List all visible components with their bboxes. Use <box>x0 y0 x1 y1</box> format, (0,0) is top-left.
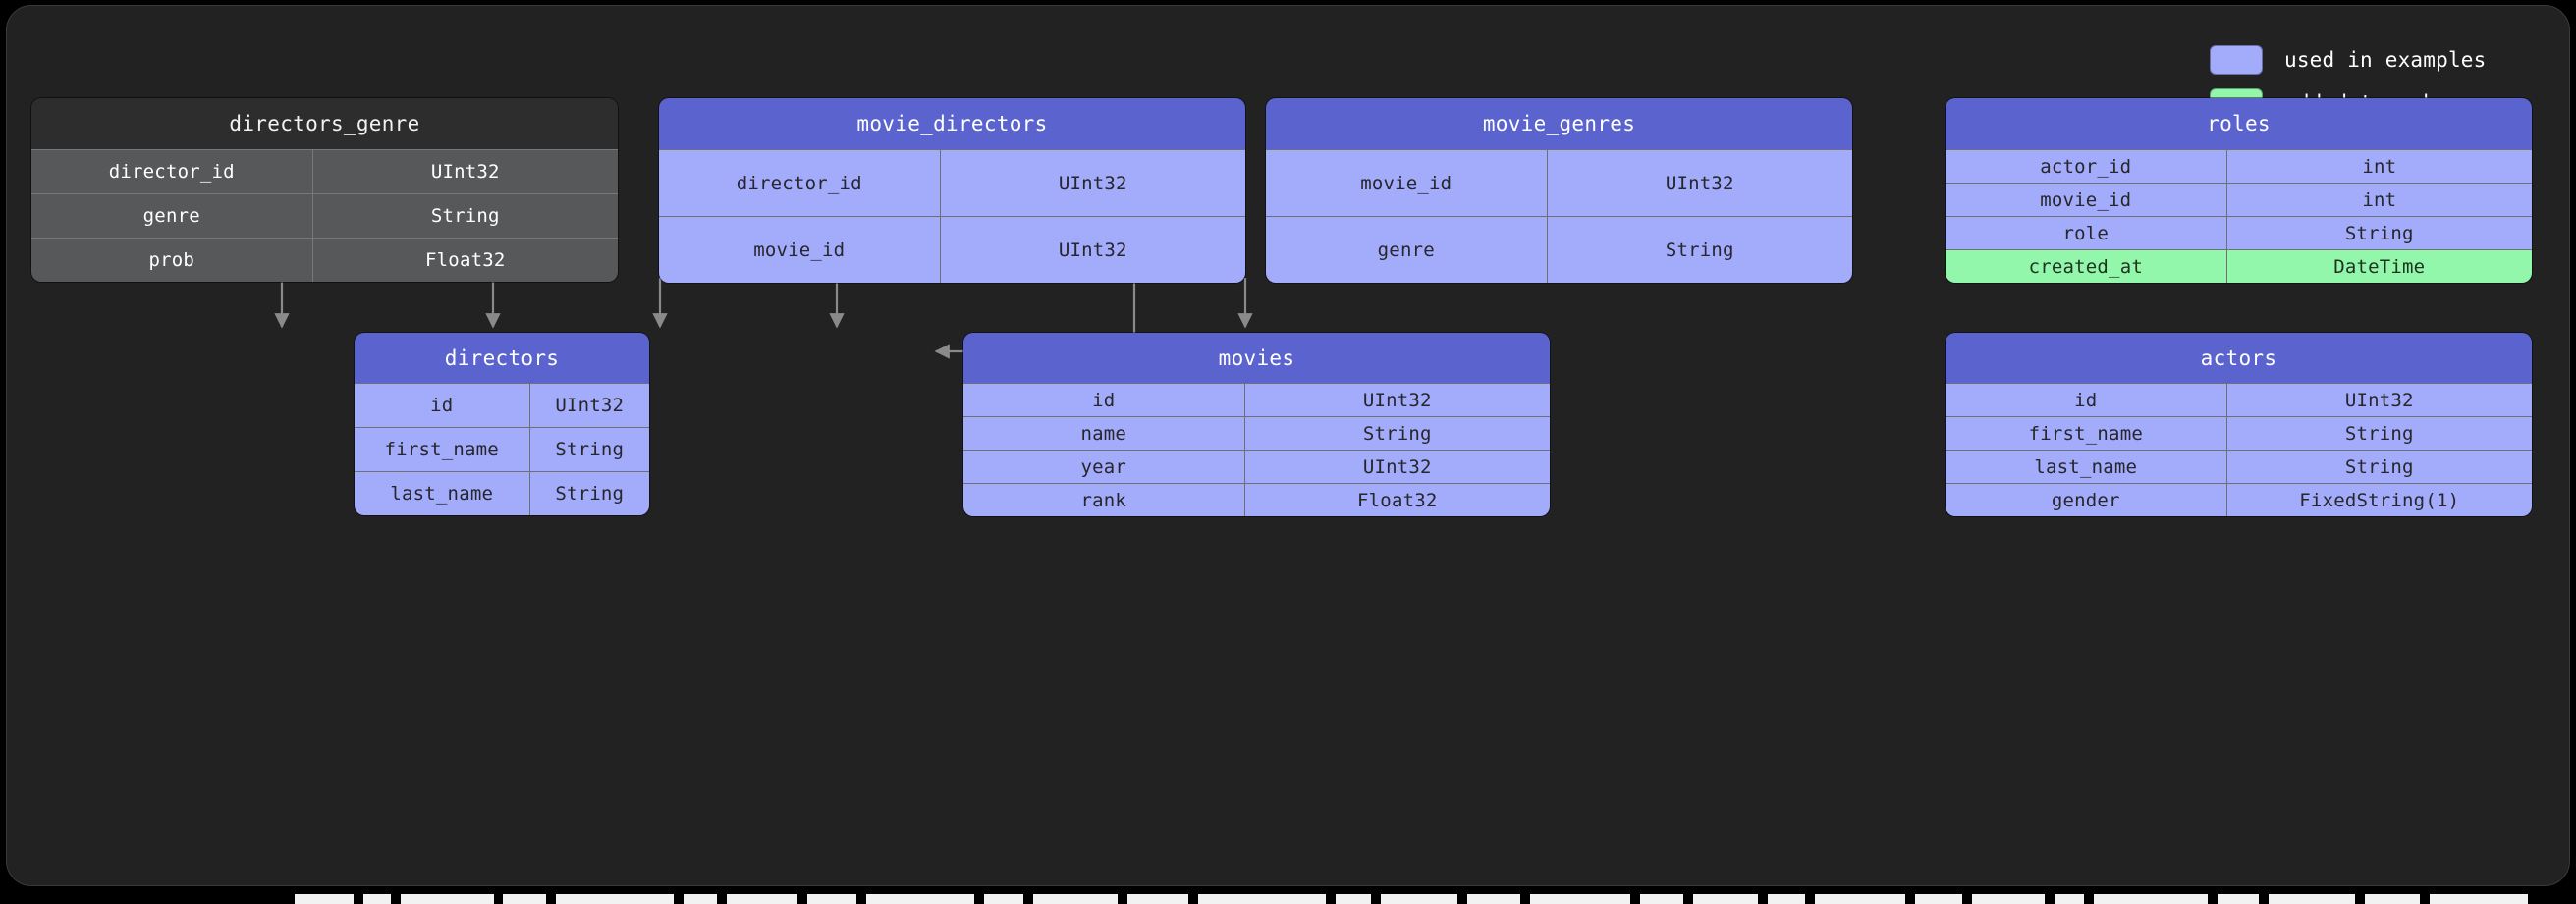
table-movies[interactable]: movies id UInt32 name String year UInt32… <box>963 333 1550 516</box>
column-type: String <box>430 205 500 227</box>
table-row[interactable]: actor_id int <box>1946 149 2532 183</box>
table-roles[interactable]: roles actor_id int movie_id int role Str… <box>1946 98 2532 283</box>
column-type: String <box>2344 222 2414 244</box>
column-name: id <box>963 384 1245 416</box>
column-type: String <box>1665 239 1734 261</box>
table-row[interactable]: id UInt32 <box>963 383 1550 416</box>
table-title-directors: directors <box>355 333 649 383</box>
column-type: String <box>555 483 625 505</box>
table-rows-movie-genres: movie_id UInt32 genre String <box>1266 149 1852 283</box>
table-rows-movies: id UInt32 name String year UInt32 rank F… <box>963 383 1550 516</box>
legend-item-used-in-examples: used in examples <box>2210 45 2530 75</box>
column-name: movie_id <box>1946 184 2227 216</box>
column-type: UInt32 <box>430 161 500 183</box>
column-name: prob <box>31 239 313 282</box>
table-row[interactable]: genre String <box>1266 216 1852 283</box>
table-row[interactable]: role String <box>1946 216 2532 249</box>
table-row[interactable]: first_name String <box>355 427 649 471</box>
table-directors-genre[interactable]: directors_genre director_id UInt32 genre… <box>31 98 618 282</box>
column-type: UInt32 <box>555 395 625 416</box>
column-name: genre <box>31 194 313 238</box>
legend-label-used-in-examples: used in examples <box>2284 48 2487 72</box>
column-name: actor_id <box>1946 150 2227 183</box>
table-rows-roles: actor_id int movie_id int role String cr… <box>1946 149 2532 283</box>
column-name: gender <box>1946 484 2227 516</box>
legend-swatch-blue-icon <box>2210 45 2263 75</box>
table-title-directors-genre: directors_genre <box>31 98 618 149</box>
column-name: last_name <box>355 472 530 515</box>
column-name: rank <box>963 484 1245 516</box>
column-type: Float32 <box>1357 489 1438 511</box>
table-title-actors: actors <box>1946 333 2532 383</box>
column-name: genre <box>1266 217 1548 283</box>
column-type: UInt32 <box>1362 455 1432 478</box>
column-name: first_name <box>355 428 530 471</box>
table-row[interactable]: director_id UInt32 <box>659 149 1245 216</box>
column-name: director_id <box>659 150 941 216</box>
column-name: year <box>963 451 1245 483</box>
column-name: movie_id <box>659 217 941 283</box>
schema-canvas: used in examples added to schema directo… <box>6 5 2570 886</box>
table-row[interactable]: last_name String <box>355 471 649 515</box>
column-type: UInt32 <box>1665 172 1734 194</box>
table-rows-directors: id UInt32 first_name String last_name St… <box>355 383 649 515</box>
column-type: String <box>2344 455 2414 478</box>
column-name: created_at <box>1946 250 2227 283</box>
table-row[interactable]: name String <box>963 416 1550 450</box>
column-type: Float32 <box>425 249 506 271</box>
column-name: movie_id <box>1266 150 1548 216</box>
column-type: FixedString(1) <box>2299 489 2460 511</box>
table-rows-movie-directors: director_id UInt32 movie_id UInt32 <box>659 149 1245 283</box>
table-title-movie-genres: movie_genres <box>1266 98 1852 149</box>
column-type: UInt32 <box>2344 389 2414 411</box>
table-row[interactable]: first_name String <box>1946 416 2532 450</box>
column-name: director_id <box>31 150 313 193</box>
column-type: int <box>2362 155 2397 178</box>
table-movie-directors[interactable]: movie_directors director_id UInt32 movie… <box>659 98 1245 283</box>
table-rows-directors-genre: director_id UInt32 genre String prob Flo… <box>31 149 618 282</box>
table-row[interactable]: id UInt32 <box>355 383 649 427</box>
column-type: UInt32 <box>1362 389 1432 411</box>
table-row[interactable]: movie_id UInt32 <box>659 216 1245 283</box>
table-directors[interactable]: directors id UInt32 first_name String la… <box>355 333 649 515</box>
table-rows-actors: id UInt32 first_name String last_name St… <box>1946 383 2532 516</box>
table-row[interactable]: year UInt32 <box>963 450 1550 483</box>
table-title-movies: movies <box>963 333 1550 383</box>
table-title-roles: roles <box>1946 98 2532 149</box>
table-row[interactable]: last_name String <box>1946 450 2532 483</box>
table-title-movie-directors: movie_directors <box>659 98 1245 149</box>
column-name: id <box>1946 384 2227 416</box>
table-row[interactable]: rank Float32 <box>963 483 1550 516</box>
table-row[interactable]: id UInt32 <box>1946 383 2532 416</box>
column-type: UInt32 <box>1058 239 1127 261</box>
cut-off-bottom-bar <box>0 891 2576 904</box>
column-type: DateTime <box>2333 255 2426 278</box>
column-type: int <box>2362 188 2397 211</box>
table-row[interactable]: prob Float32 <box>31 238 618 282</box>
column-type: UInt32 <box>1058 172 1127 194</box>
column-type: String <box>2344 422 2414 445</box>
table-movie-genres[interactable]: movie_genres movie_id UInt32 genre Strin… <box>1266 98 1852 283</box>
column-name: first_name <box>1946 417 2227 450</box>
column-type: String <box>555 439 625 460</box>
column-name: id <box>355 384 530 427</box>
column-type: String <box>1362 422 1432 445</box>
column-name: name <box>963 417 1245 450</box>
table-row[interactable]: gender FixedString(1) <box>1946 483 2532 516</box>
table-row[interactable]: movie_id int <box>1946 183 2532 216</box>
table-row[interactable]: genre String <box>31 193 618 238</box>
table-row-highlighted[interactable]: created_at DateTime <box>1946 249 2532 283</box>
column-name: last_name <box>1946 451 2227 483</box>
table-row[interactable]: movie_id UInt32 <box>1266 149 1852 216</box>
table-actors[interactable]: actors id UInt32 first_name String last_… <box>1946 333 2532 516</box>
column-name: role <box>1946 217 2227 249</box>
table-row[interactable]: director_id UInt32 <box>31 149 618 193</box>
